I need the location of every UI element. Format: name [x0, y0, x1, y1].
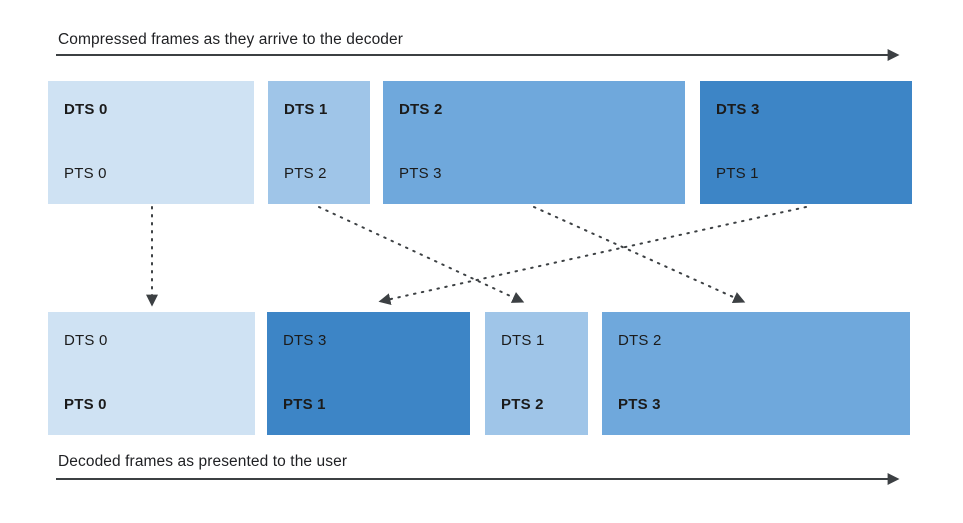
decoded-frame-pts3: DTS 2 PTS 3 — [602, 312, 910, 435]
compressed-frame-dts0: DTS 0 PTS 0 — [48, 81, 254, 204]
pts-label: PTS 1 — [716, 165, 759, 182]
dts-label: DTS 3 — [283, 332, 327, 349]
decoded-frame-pts1: DTS 3 PTS 1 — [267, 312, 470, 435]
pts-label: PTS 2 — [501, 396, 544, 413]
dts-label: DTS 2 — [618, 332, 662, 349]
pts-label: PTS 1 — [283, 396, 326, 413]
decoded-frames-caption: Decoded frames as presented to the user — [58, 453, 348, 470]
dts-label: DTS 2 — [399, 101, 443, 118]
dts-label: DTS 0 — [64, 101, 108, 118]
pts-label: PTS 2 — [284, 165, 327, 182]
dts-label: DTS 0 — [64, 332, 108, 349]
dts-label: DTS 3 — [716, 101, 760, 118]
decoded-frame-pts0: DTS 0 PTS 0 — [48, 312, 255, 435]
decoded-frame-pts2: DTS 1 PTS 2 — [485, 312, 588, 435]
reorder-arrow-frame1 — [318, 206, 525, 303]
pts-label: PTS 0 — [64, 165, 107, 182]
pts-label: PTS 3 — [618, 396, 661, 413]
pts-label: PTS 0 — [64, 396, 107, 413]
compressed-frame-dts3: DTS 3 PTS 1 — [700, 81, 912, 204]
dts-label: DTS 1 — [501, 332, 545, 349]
compressed-frames-caption: Compressed frames as they arrive to the … — [58, 31, 403, 48]
reorder-arrow-frame2 — [533, 206, 746, 304]
compressed-frame-dts2: DTS 2 PTS 3 — [383, 81, 685, 204]
compressed-frame-dts1: DTS 1 PTS 2 — [268, 81, 370, 204]
reorder-arrow-frame3 — [378, 206, 807, 306]
dts-label: DTS 1 — [284, 101, 328, 118]
pts-label: PTS 3 — [399, 165, 442, 182]
